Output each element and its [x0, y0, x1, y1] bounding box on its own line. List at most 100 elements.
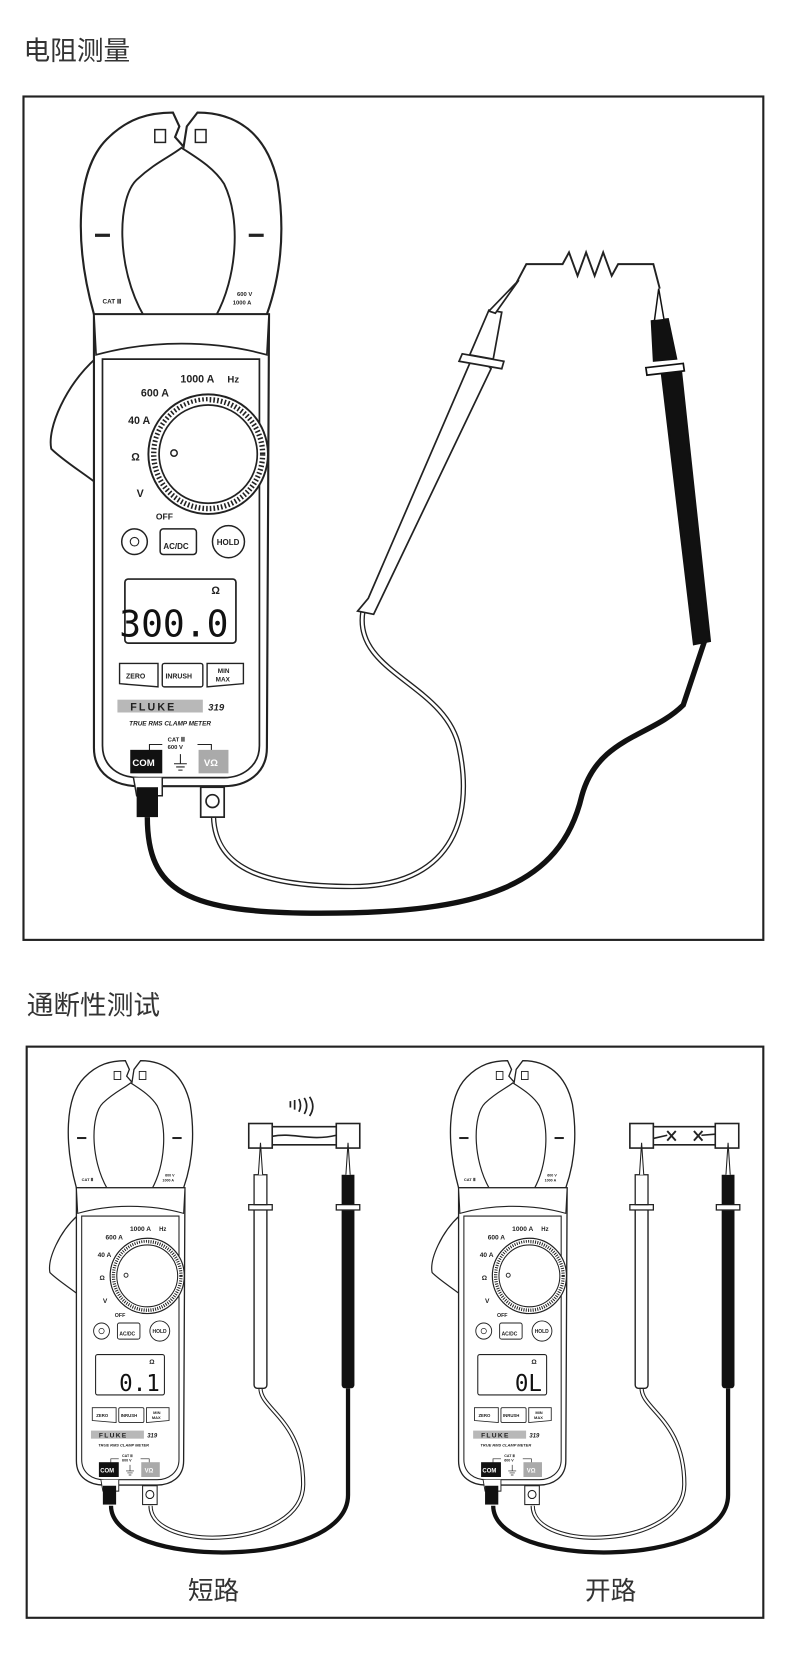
backlight-button[interactable]	[93, 1322, 110, 1340]
backlight-button[interactable]	[120, 528, 149, 556]
min-label: MIN	[153, 1410, 160, 1415]
inrush-button[interactable]: INRUSH	[500, 1407, 527, 1423]
clamp-meter-open: CAT Ⅲ 600 V 1000 A 1000 A Hz 600 A 40 A …	[431, 1060, 576, 1506]
inrush-label: INRUSH	[503, 1413, 519, 1418]
max-label: MAX	[152, 1415, 161, 1420]
clamp-meter-short: CAT Ⅲ 600 V 1000 A 1000 A Hz 600 A 40 A …	[48, 1060, 194, 1506]
resistor	[515, 249, 661, 289]
com-jack[interactable]	[136, 787, 158, 818]
acdc-label: AC/DC	[163, 542, 189, 551]
jaw-rating-a: 1000 A	[545, 1179, 557, 1183]
jack-cat-voltage: 600 V	[168, 745, 183, 751]
backlight-button[interactable]	[475, 1322, 493, 1340]
com-jack-label: COM	[100, 1468, 114, 1474]
vohm-jack-label: VΩ	[527, 1468, 536, 1474]
lcd-reading: 300.0	[119, 603, 228, 646]
continuity-test-leads	[108, 1142, 741, 1555]
zero-button[interactable]: ZERO	[91, 1407, 117, 1423]
inrush-button[interactable]: INRUSH	[161, 662, 204, 688]
max-label: MAX	[216, 677, 231, 684]
range-ohm: Ω	[131, 452, 140, 464]
lcd-unit: Ω	[149, 1359, 155, 1366]
inrush-label: INRUSH	[121, 1413, 137, 1418]
model-number: 319	[208, 702, 225, 713]
hold-button[interactable]: HOLD	[149, 1320, 171, 1342]
com-jack-label: COM	[132, 758, 154, 769]
hold-button[interactable]: HOLD	[531, 1320, 553, 1342]
com-jack[interactable]	[102, 1485, 117, 1505]
range-600a: 600 A	[141, 387, 169, 399]
com-jack[interactable]	[485, 1485, 499, 1505]
range-off: OFF	[115, 1313, 126, 1319]
inrush-label: INRUSH	[165, 673, 192, 680]
acdc-button[interactable]: AC/DC	[159, 528, 198, 556]
range-600a: 600 A	[488, 1235, 506, 1242]
range-hz: Hz	[159, 1227, 166, 1233]
minmax-button[interactable]: MIN MAX	[146, 1407, 170, 1423]
jaw-cat-label: CAT Ⅲ	[82, 1177, 94, 1182]
section-title-continuity: 通断性测试	[27, 991, 160, 1022]
jaw-cat-label: CAT Ⅲ	[102, 299, 121, 306]
lcd-reading: 0.1	[119, 1371, 160, 1397]
jaw-rating-a: 1000 A	[233, 301, 252, 307]
inrush-button[interactable]: INRUSH	[118, 1407, 145, 1423]
vohm-jack-label: VΩ	[204, 758, 218, 769]
lcd-display	[124, 578, 237, 644]
hold-button[interactable]: HOLD	[211, 524, 246, 559]
jaw-opening	[475, 1082, 547, 1190]
range-1000a: 1000 A	[130, 1226, 151, 1233]
jaw-rating-v: 600 V	[165, 1173, 175, 1177]
lcd-display	[477, 1354, 548, 1396]
brand-logo: FLUKE	[99, 1432, 128, 1439]
continuity-panel	[25, 1045, 765, 1619]
acdc-label: AC/DC	[502, 1332, 518, 1338]
trigger	[431, 1214, 461, 1295]
jaw-rating-a: 1000 A	[162, 1179, 174, 1183]
range-1000a: 1000 A	[512, 1226, 533, 1233]
trigger	[49, 357, 97, 484]
zero-button[interactable]: ZERO	[118, 662, 159, 688]
range-600a: 600 A	[106, 1235, 124, 1242]
minmax-button[interactable]: MIN MAX	[528, 1407, 552, 1423]
meter-subtitle: TRUE RMS CLAMP METER	[129, 720, 211, 727]
short-circuit-fuse	[247, 1122, 361, 1149]
meter-subtitle: TRUE RMS CLAMP METER	[480, 1443, 531, 1448]
black-lead-cable	[144, 640, 708, 916]
range-40a: 40 A	[128, 415, 150, 427]
jaw-opening	[121, 146, 236, 318]
model-number: 319	[529, 1433, 540, 1439]
zero-button[interactable]: ZERO	[474, 1407, 499, 1423]
min-label: MIN	[535, 1410, 542, 1415]
lcd-reading: 0L	[515, 1371, 542, 1397]
range-40a: 40 A	[98, 1252, 112, 1259]
acdc-button[interactable]: AC/DC	[499, 1322, 523, 1340]
vohm-jack-label: VΩ	[145, 1468, 154, 1474]
zero-label: ZERO	[478, 1413, 491, 1418]
zero-label: ZERO	[126, 673, 146, 680]
range-hz: Hz	[227, 375, 239, 386]
hold-label: HOLD	[217, 538, 240, 547]
jack-cat-voltage: 600 V	[122, 1459, 132, 1463]
model-number: 319	[147, 1433, 158, 1439]
ground-icon	[126, 1464, 134, 1476]
range-40a: 40 A	[480, 1252, 494, 1259]
trigger	[48, 1214, 79, 1295]
red-probe	[356, 279, 520, 616]
hold-label: HOLD	[153, 1329, 167, 1335]
open-circuit-fuse	[629, 1122, 740, 1149]
acdc-button[interactable]: AC/DC	[116, 1322, 141, 1340]
section-title-resistance: 电阻测量	[23, 36, 130, 67]
sun-icon	[129, 536, 140, 547]
jaw-rating-v: 600 V	[547, 1173, 557, 1177]
sun-icon	[480, 1328, 487, 1335]
range-v: V	[103, 1298, 108, 1305]
jack-cat-label: CAT Ⅲ	[504, 1453, 515, 1458]
brand-logo: FLUKE	[481, 1432, 510, 1439]
brand-logo: FLUKE	[130, 701, 176, 713]
acdc-label: AC/DC	[119, 1332, 135, 1338]
sun-icon	[98, 1328, 105, 1335]
jaw-cat-label: CAT Ⅲ	[464, 1177, 476, 1182]
meter-subtitle: TRUE RMS CLAMP METER	[98, 1443, 149, 1448]
minmax-button[interactable]: MIN MAX	[206, 662, 245, 688]
